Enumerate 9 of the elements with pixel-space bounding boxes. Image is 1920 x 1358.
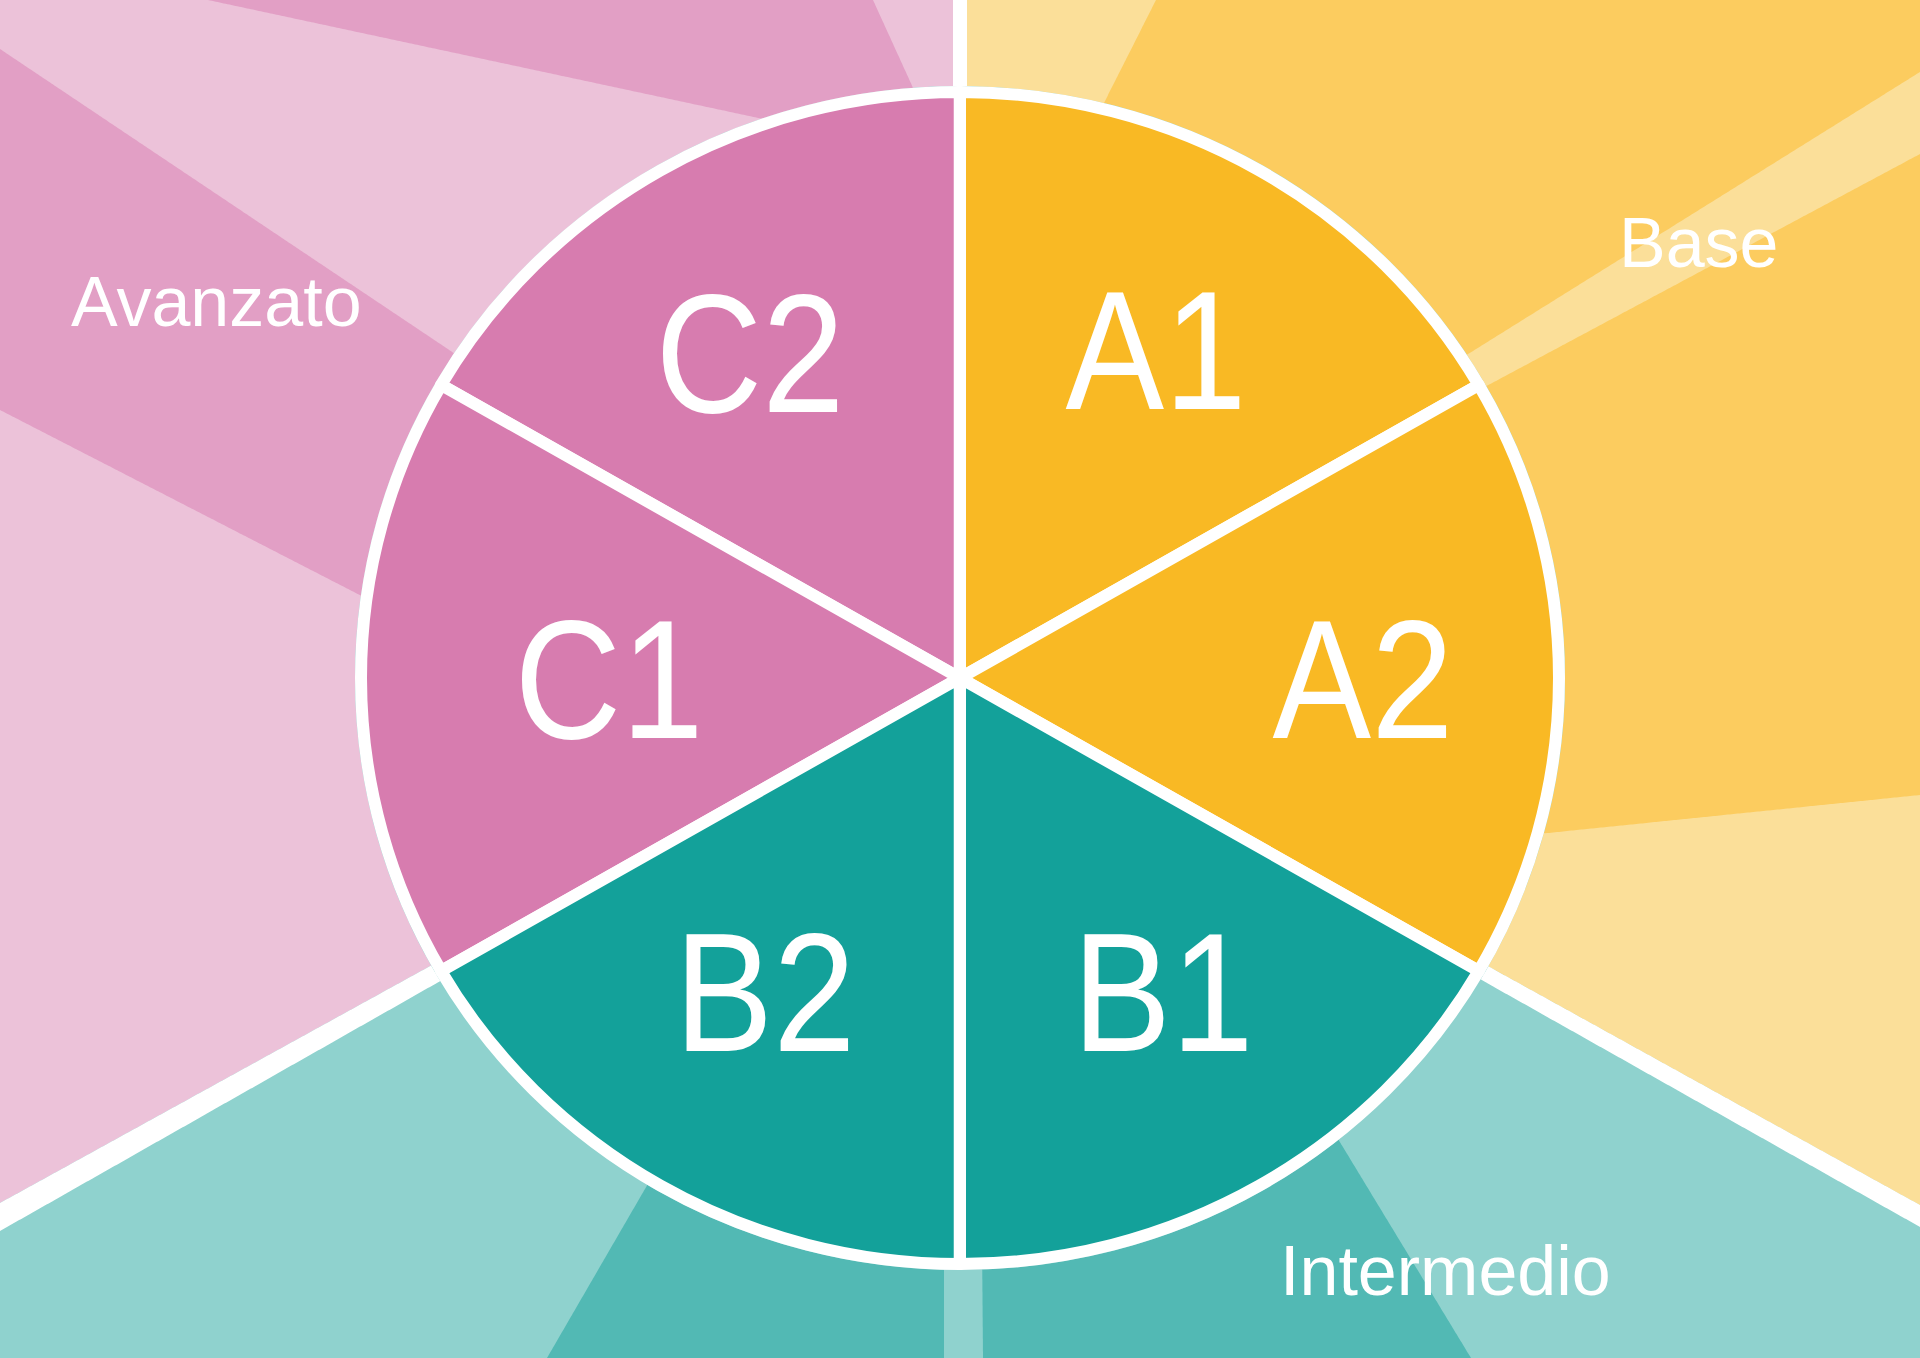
region-label: Avanzato (71, 267, 362, 337)
region-label: Base (1619, 208, 1779, 278)
level-label: B2 (674, 909, 856, 1077)
level-label: A1 (1065, 267, 1247, 435)
level-label: C1 (514, 596, 704, 764)
level-label: C2 (655, 270, 845, 438)
region-label: Intermedio (1280, 1236, 1611, 1306)
level-label: A2 (1272, 596, 1454, 764)
level-label: B1 (1072, 909, 1254, 1077)
